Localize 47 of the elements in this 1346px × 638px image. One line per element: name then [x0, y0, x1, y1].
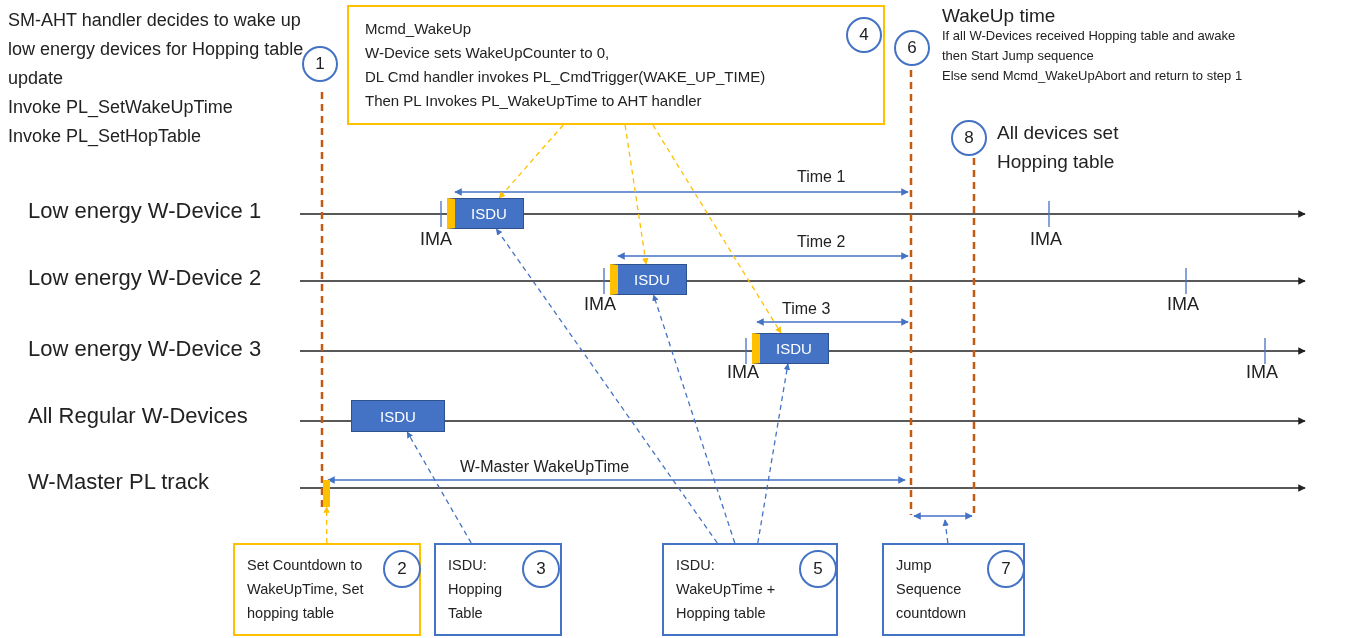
note-box: Mcmd_WakeUp W-Device sets WakeUpCounter to 0, DL Cmd handler invokes PL_CmdTrigger(WAKE_UP_TIME) Then PL Invokes PL_WakeUpTime to AHT handler 4	[347, 5, 885, 125]
annotation-text: then Start Jump sequence	[942, 47, 1095, 65]
marker-label: IMA	[1246, 362, 1278, 383]
annotation-text: Invoke PL_SetWakeUpTime	[8, 96, 234, 120]
lane-label: Low energy W-Device 2	[28, 265, 262, 291]
arrow	[495, 228, 718, 544]
arrow	[757, 363, 791, 544]
step-number-circle: 6	[894, 30, 930, 66]
step-number-circle: 8	[951, 120, 987, 156]
arrow	[323, 506, 330, 544]
dimension-label: W-Master WakeUpTime	[458, 458, 632, 476]
arrow	[624, 124, 649, 265]
marker-label: IMA	[727, 362, 759, 383]
arrow	[406, 431, 472, 544]
lane-label: All Regular W-Devices	[28, 403, 248, 429]
step-number-circle: 7	[987, 550, 1025, 588]
lane-label: Low energy W-Device 3	[28, 336, 262, 362]
lane-label: Low energy W-Device 1	[28, 198, 262, 224]
note-box: Jump Sequence countdown 7	[882, 543, 1025, 636]
arrow	[498, 124, 564, 199]
annotation-text: If all W-Devices received Hopping table and awake	[942, 27, 1237, 45]
step-number-circle: 3	[522, 550, 560, 588]
arrow	[652, 294, 736, 544]
step-number-circle: 1	[302, 46, 338, 82]
marker-label: IMA	[1030, 229, 1062, 250]
annotation-text: Invoke PL_SetHopTable	[8, 125, 203, 149]
marker-label: IMA	[1167, 294, 1199, 315]
marker-bar	[323, 480, 330, 507]
arrow	[942, 519, 949, 544]
arrow	[652, 124, 782, 334]
isdu-block: ISDU	[351, 400, 445, 432]
note-box: ISDU: Hopping Table 3	[434, 543, 562, 636]
marker-label: IMA	[584, 294, 616, 315]
isdu-block: ISDU	[752, 333, 829, 364]
note-box: Set Countdown to WakeUpTime, Set hopping table 2	[233, 543, 421, 636]
isdu-block: ISDU	[610, 264, 687, 295]
marker-label: IMA	[420, 229, 452, 250]
step-number-circle: 2	[383, 550, 421, 588]
note-box: ISDU: WakeUpTime + Hopping table 5	[662, 543, 838, 636]
isdu-block: ISDU	[447, 198, 524, 229]
annotation-text: Else send Mcmd_WakeUpAbort and return to step 1	[942, 67, 1244, 85]
annotation-text: SM-AHT handler decides to wake up low energy devices for Hopping table update	[8, 9, 305, 90]
step-number-circle: 5	[799, 550, 837, 588]
annotation-text: All devices set Hopping table	[997, 121, 1120, 174]
annotation-text: WakeUp time	[942, 6, 1057, 26]
lane-label: W-Master PL track	[28, 469, 209, 495]
step-number-circle: 4	[846, 17, 882, 53]
